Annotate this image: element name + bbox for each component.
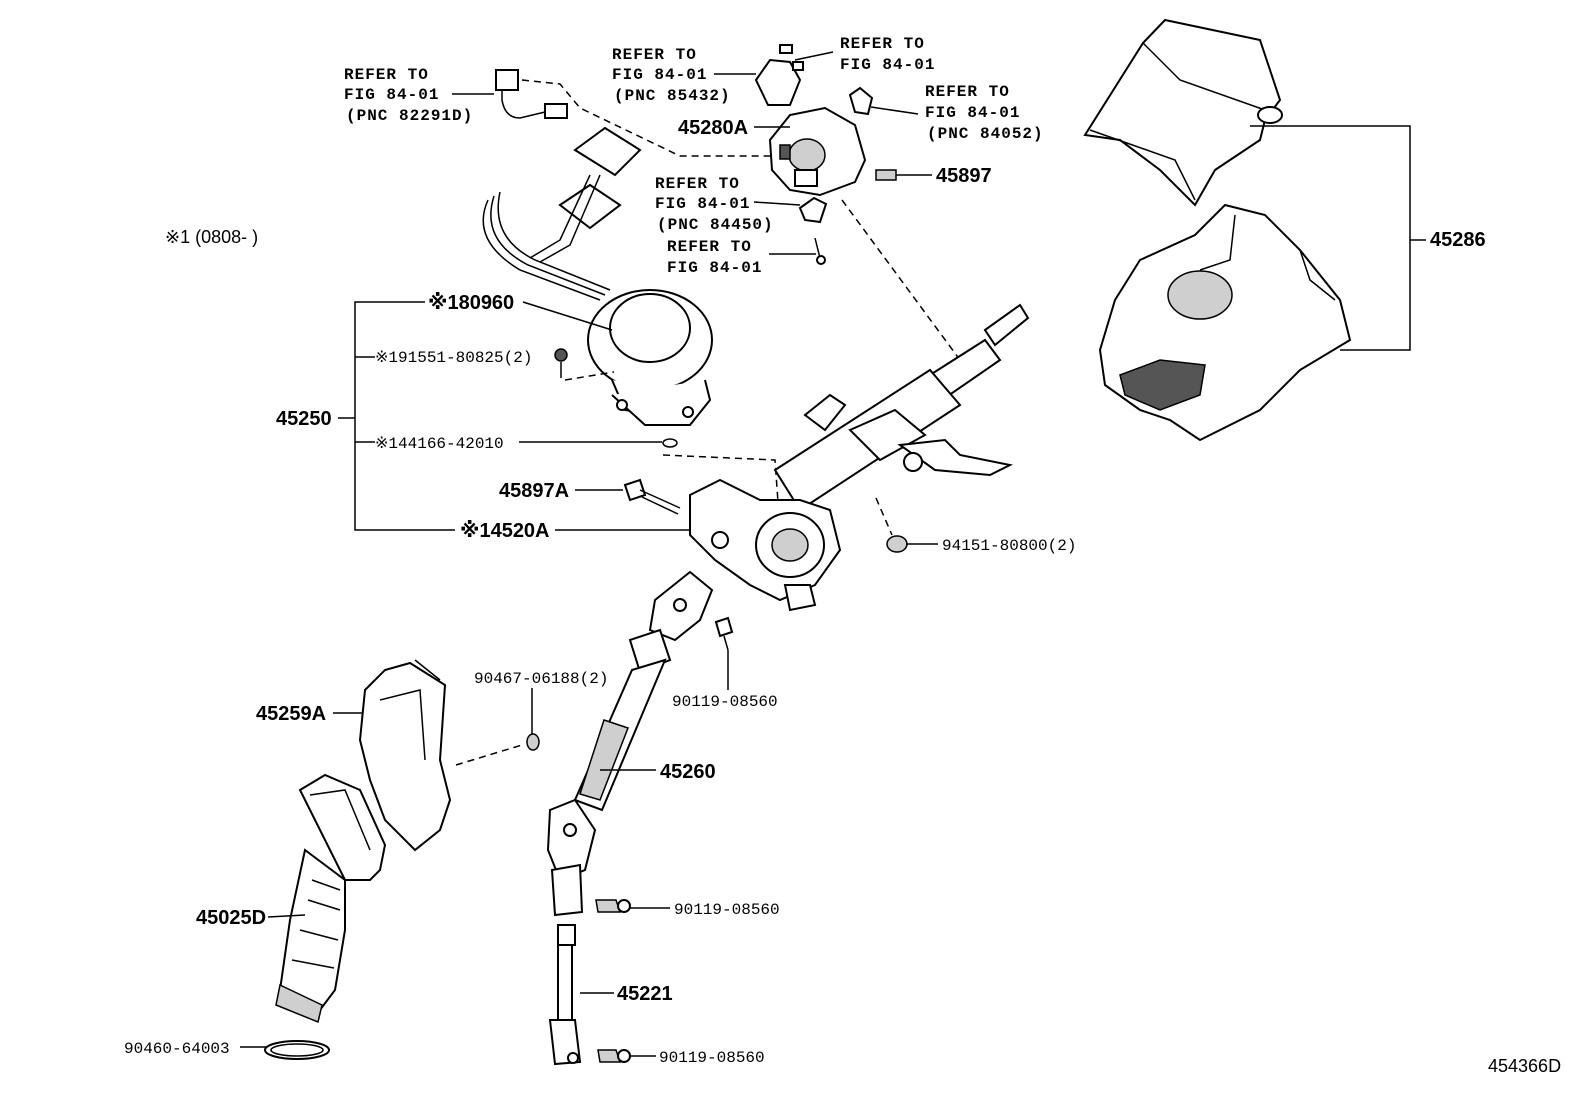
ref-82291d-line3: (PNC 82291D) (346, 107, 473, 125)
ref-84450-line3: (PNC 84450) (657, 216, 774, 234)
bolt-90119-middle-drawing (595, 899, 631, 913)
column-hole-cover-drawing (358, 659, 452, 852)
hose-clamp-drawing (264, 1040, 330, 1060)
ref-top-line1: REFER TO (840, 35, 925, 53)
eps-motor-drawing (587, 289, 781, 531)
ref-mid-line1: REFER TO (667, 238, 752, 256)
screw-191551-drawing (554, 348, 615, 381)
part-45260: 45260 (660, 761, 716, 783)
part-45025D: 45025D (196, 907, 266, 929)
ref-85432-line2: FIG 84-01 (612, 66, 707, 84)
nut-94151-drawing (875, 497, 908, 553)
unlock-warning-switch-drawing (848, 86, 874, 116)
ref-82291d-line2: FIG 84-01 (344, 86, 439, 104)
eps-gear-housing-drawing (689, 478, 842, 612)
bolt-90119-upper-drawing (714, 616, 734, 651)
ref-84052-line2: FIG 84-01 (925, 104, 1020, 122)
ref-82291d-line1: REFER TO (344, 66, 429, 84)
ref-85432-line3: (PNC 85432) (614, 87, 731, 105)
wire-harness-connector-drawing (495, 69, 790, 157)
bolt-45897-drawing (875, 169, 897, 181)
intermediate-shaft-drawing (546, 658, 667, 917)
transponder-key-amplifier-drawing (798, 196, 828, 224)
part-180960: ※180960 (428, 292, 514, 314)
part-45280A: 45280A (678, 117, 748, 139)
leader-dashed-45280A (841, 199, 961, 361)
part-45250: 45250 (276, 408, 332, 430)
ref-84052-line1: REFER TO (925, 83, 1010, 101)
part-90467: 90467-06188(2) (474, 670, 608, 688)
ref-85432-line1: REFER TO (612, 46, 697, 64)
part-90119-middle: 90119-08560 (674, 901, 780, 919)
diagram-id: 454366D (1488, 1056, 1561, 1076)
part-45897: 45897 (936, 165, 992, 187)
part-90460: 90460-64003 (124, 1040, 230, 1058)
part-144166: ※144166-42010 (375, 435, 504, 453)
lower-shaft-45221-drawing (548, 924, 582, 1066)
ref-top-line2: FIG 84-01 (840, 56, 935, 74)
ignition-lock-housing-drawing (768, 106, 867, 197)
washer-90467-drawing (455, 733, 540, 766)
lower-column-cover-drawing (1098, 203, 1352, 442)
part-45221: 45221 (617, 983, 673, 1005)
upper-column-cover-drawing (1083, 18, 1283, 207)
part-14520A: ※14520A (460, 520, 550, 542)
part-45897A: 45897A (499, 480, 569, 502)
steering-column-tube-drawing (773, 303, 1030, 512)
leader-lines (240, 51, 1426, 1057)
part-94151: 94151-80800(2) (942, 537, 1076, 555)
applicability-note: ※1 (0808- ) (165, 227, 258, 247)
universal-joint-upper-drawing (628, 570, 714, 674)
screw-drawing (814, 237, 826, 265)
ref-84450-line2: FIG 84-01 (655, 195, 750, 213)
bolt-45897A-drawing (623, 478, 681, 515)
part-90119-upper: 90119-08560 (672, 693, 778, 711)
part-191551: ※191551-80825(2) (375, 349, 532, 367)
wire-harness-drawing (482, 126, 642, 301)
ref-84052-line3: (PNC 84052) (927, 125, 1044, 143)
ref-mid-line2: FIG 84-01 (667, 259, 762, 277)
part-45259A: 45259A (256, 703, 326, 725)
part-45286: 45286 (1430, 229, 1486, 251)
bolt-90119-lower-drawing (597, 1049, 631, 1063)
part-90119-lower: 90119-08560 (659, 1049, 765, 1067)
steering-boot-drawing (275, 773, 387, 1024)
ref-84450-line1: REFER TO (655, 175, 740, 193)
key-switch-drawing (754, 44, 804, 106)
